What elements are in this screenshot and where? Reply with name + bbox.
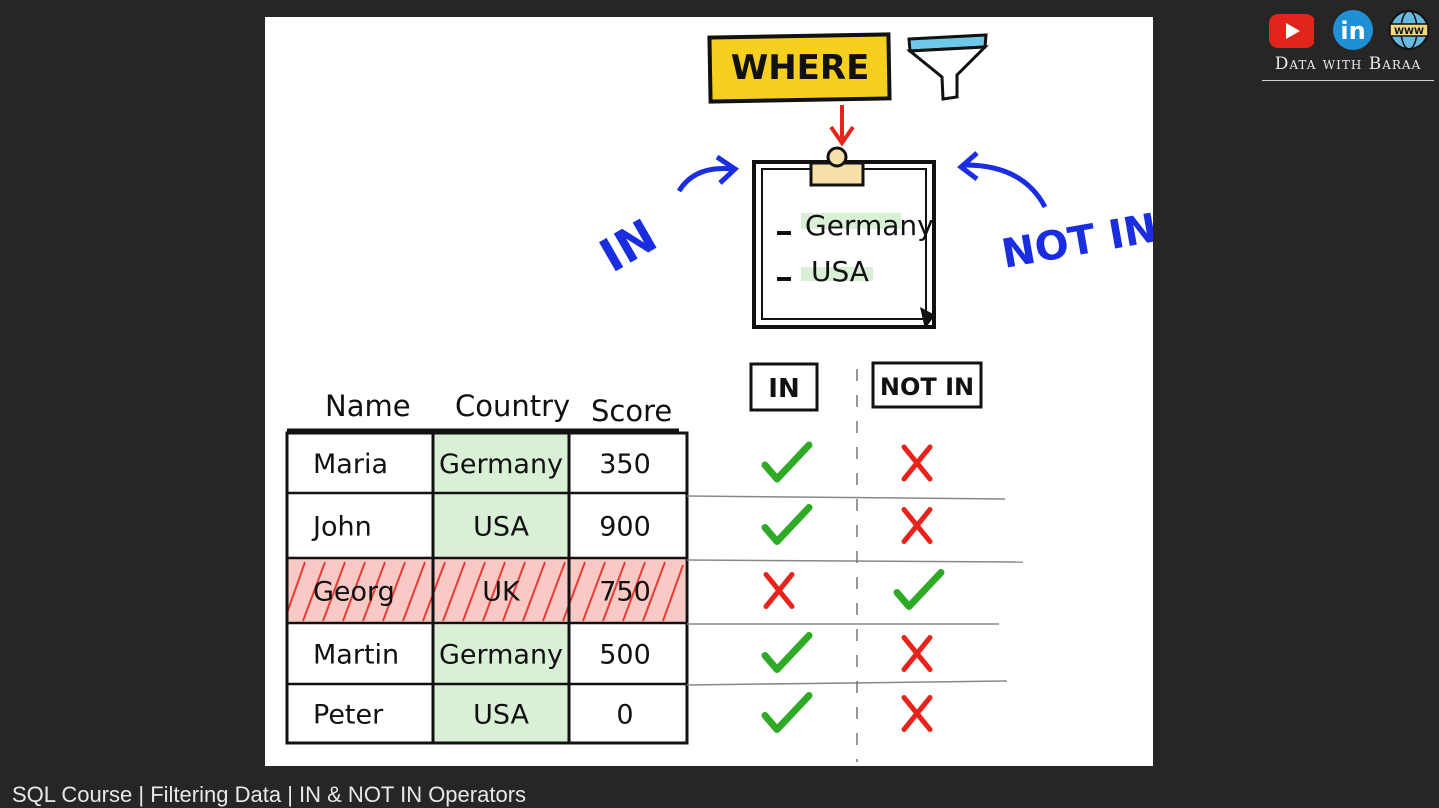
cell-country: USA [473, 512, 529, 543]
where-box: WHERE [707, 32, 892, 104]
table-row: Georg UK 750 [313, 569, 945, 610]
caption-topic: IN & NOT IN Operators [299, 782, 527, 807]
not-in-label: NOT IN [998, 205, 1153, 278]
cell-name: John [311, 512, 372, 543]
table-row: Maria Germany 350 [313, 441, 933, 483]
youtube-icon[interactable] [1268, 10, 1315, 50]
cell-country: UK [482, 577, 521, 608]
in-check-mark [761, 632, 813, 673]
brand-name: Data with Baraa [1262, 54, 1434, 81]
result-header-in: IN [768, 374, 799, 404]
cell-score: 500 [599, 640, 651, 671]
table-row: Peter USA 0 [313, 692, 933, 733]
not-in-cross-mark [901, 444, 933, 482]
in-cross-mark [763, 572, 795, 609]
result-headers: IN NOT IN [749, 361, 983, 762]
in-label: IN [591, 208, 666, 283]
filter-funnel-icon [906, 33, 989, 101]
brand-block: in WWW Data with Baraa [1262, 10, 1434, 82]
cell-score: 750 [599, 577, 651, 608]
cell-country: Germany [439, 449, 563, 480]
header-score: Score [591, 394, 672, 428]
caption-course: SQL Course [12, 782, 133, 807]
cell-score: 900 [599, 512, 651, 543]
cell-country: Germany [439, 640, 563, 671]
cell-country: USA [473, 700, 529, 731]
not-in-check-mark [893, 569, 945, 610]
cell-name: Maria [313, 449, 388, 480]
caption-separator-2: | [287, 782, 293, 807]
not-in-cross-mark [901, 695, 933, 732]
website-icon-label: WWW [1394, 27, 1424, 37]
in-check-mark [761, 441, 813, 483]
slide-canvas: WHERE Germany USA IN [265, 17, 1161, 766]
in-check-mark [761, 504, 813, 545]
in-arrow: IN [591, 154, 740, 283]
not-in-cross-mark [901, 507, 933, 544]
not-in-arrow: NOT IN [957, 151, 1161, 278]
cell-score: 0 [616, 700, 633, 731]
header-name: Name [325, 389, 411, 423]
red-down-arrow [829, 105, 855, 147]
data-table [285, 431, 1024, 745]
clipboard: Germany USA [752, 146, 936, 329]
linkedin-icon-label: in [1340, 17, 1365, 45]
cell-name: Peter [313, 700, 384, 731]
slide-caption: SQL Course | Filtering Data | IN & NOT I… [12, 782, 526, 808]
list-item-germany: Germany [805, 209, 934, 242]
table-row: Martin Germany 500 [313, 632, 933, 673]
in-check-mark [761, 692, 813, 733]
caption-section: Filtering Data [150, 782, 282, 807]
cell-name: Martin [313, 640, 399, 671]
linkedin-icon[interactable]: in [1330, 10, 1376, 50]
not-in-cross-mark [901, 635, 933, 672]
website-globe-icon[interactable]: WWW [1386, 10, 1432, 50]
where-label: WHERE [731, 48, 870, 88]
cell-name: Georg [313, 577, 395, 608]
table-row: John USA 900 [311, 504, 933, 545]
result-header-not-in: NOT IN [880, 373, 974, 401]
cell-score: 350 [599, 449, 651, 480]
list-item-usa: USA [811, 255, 869, 288]
header-country: Country [455, 389, 570, 423]
in-not-in-illustration: WHERE Germany USA IN [285, 32, 1161, 762]
table-header: Name Country Score [287, 389, 679, 432]
caption-separator-1: | [138, 782, 145, 807]
